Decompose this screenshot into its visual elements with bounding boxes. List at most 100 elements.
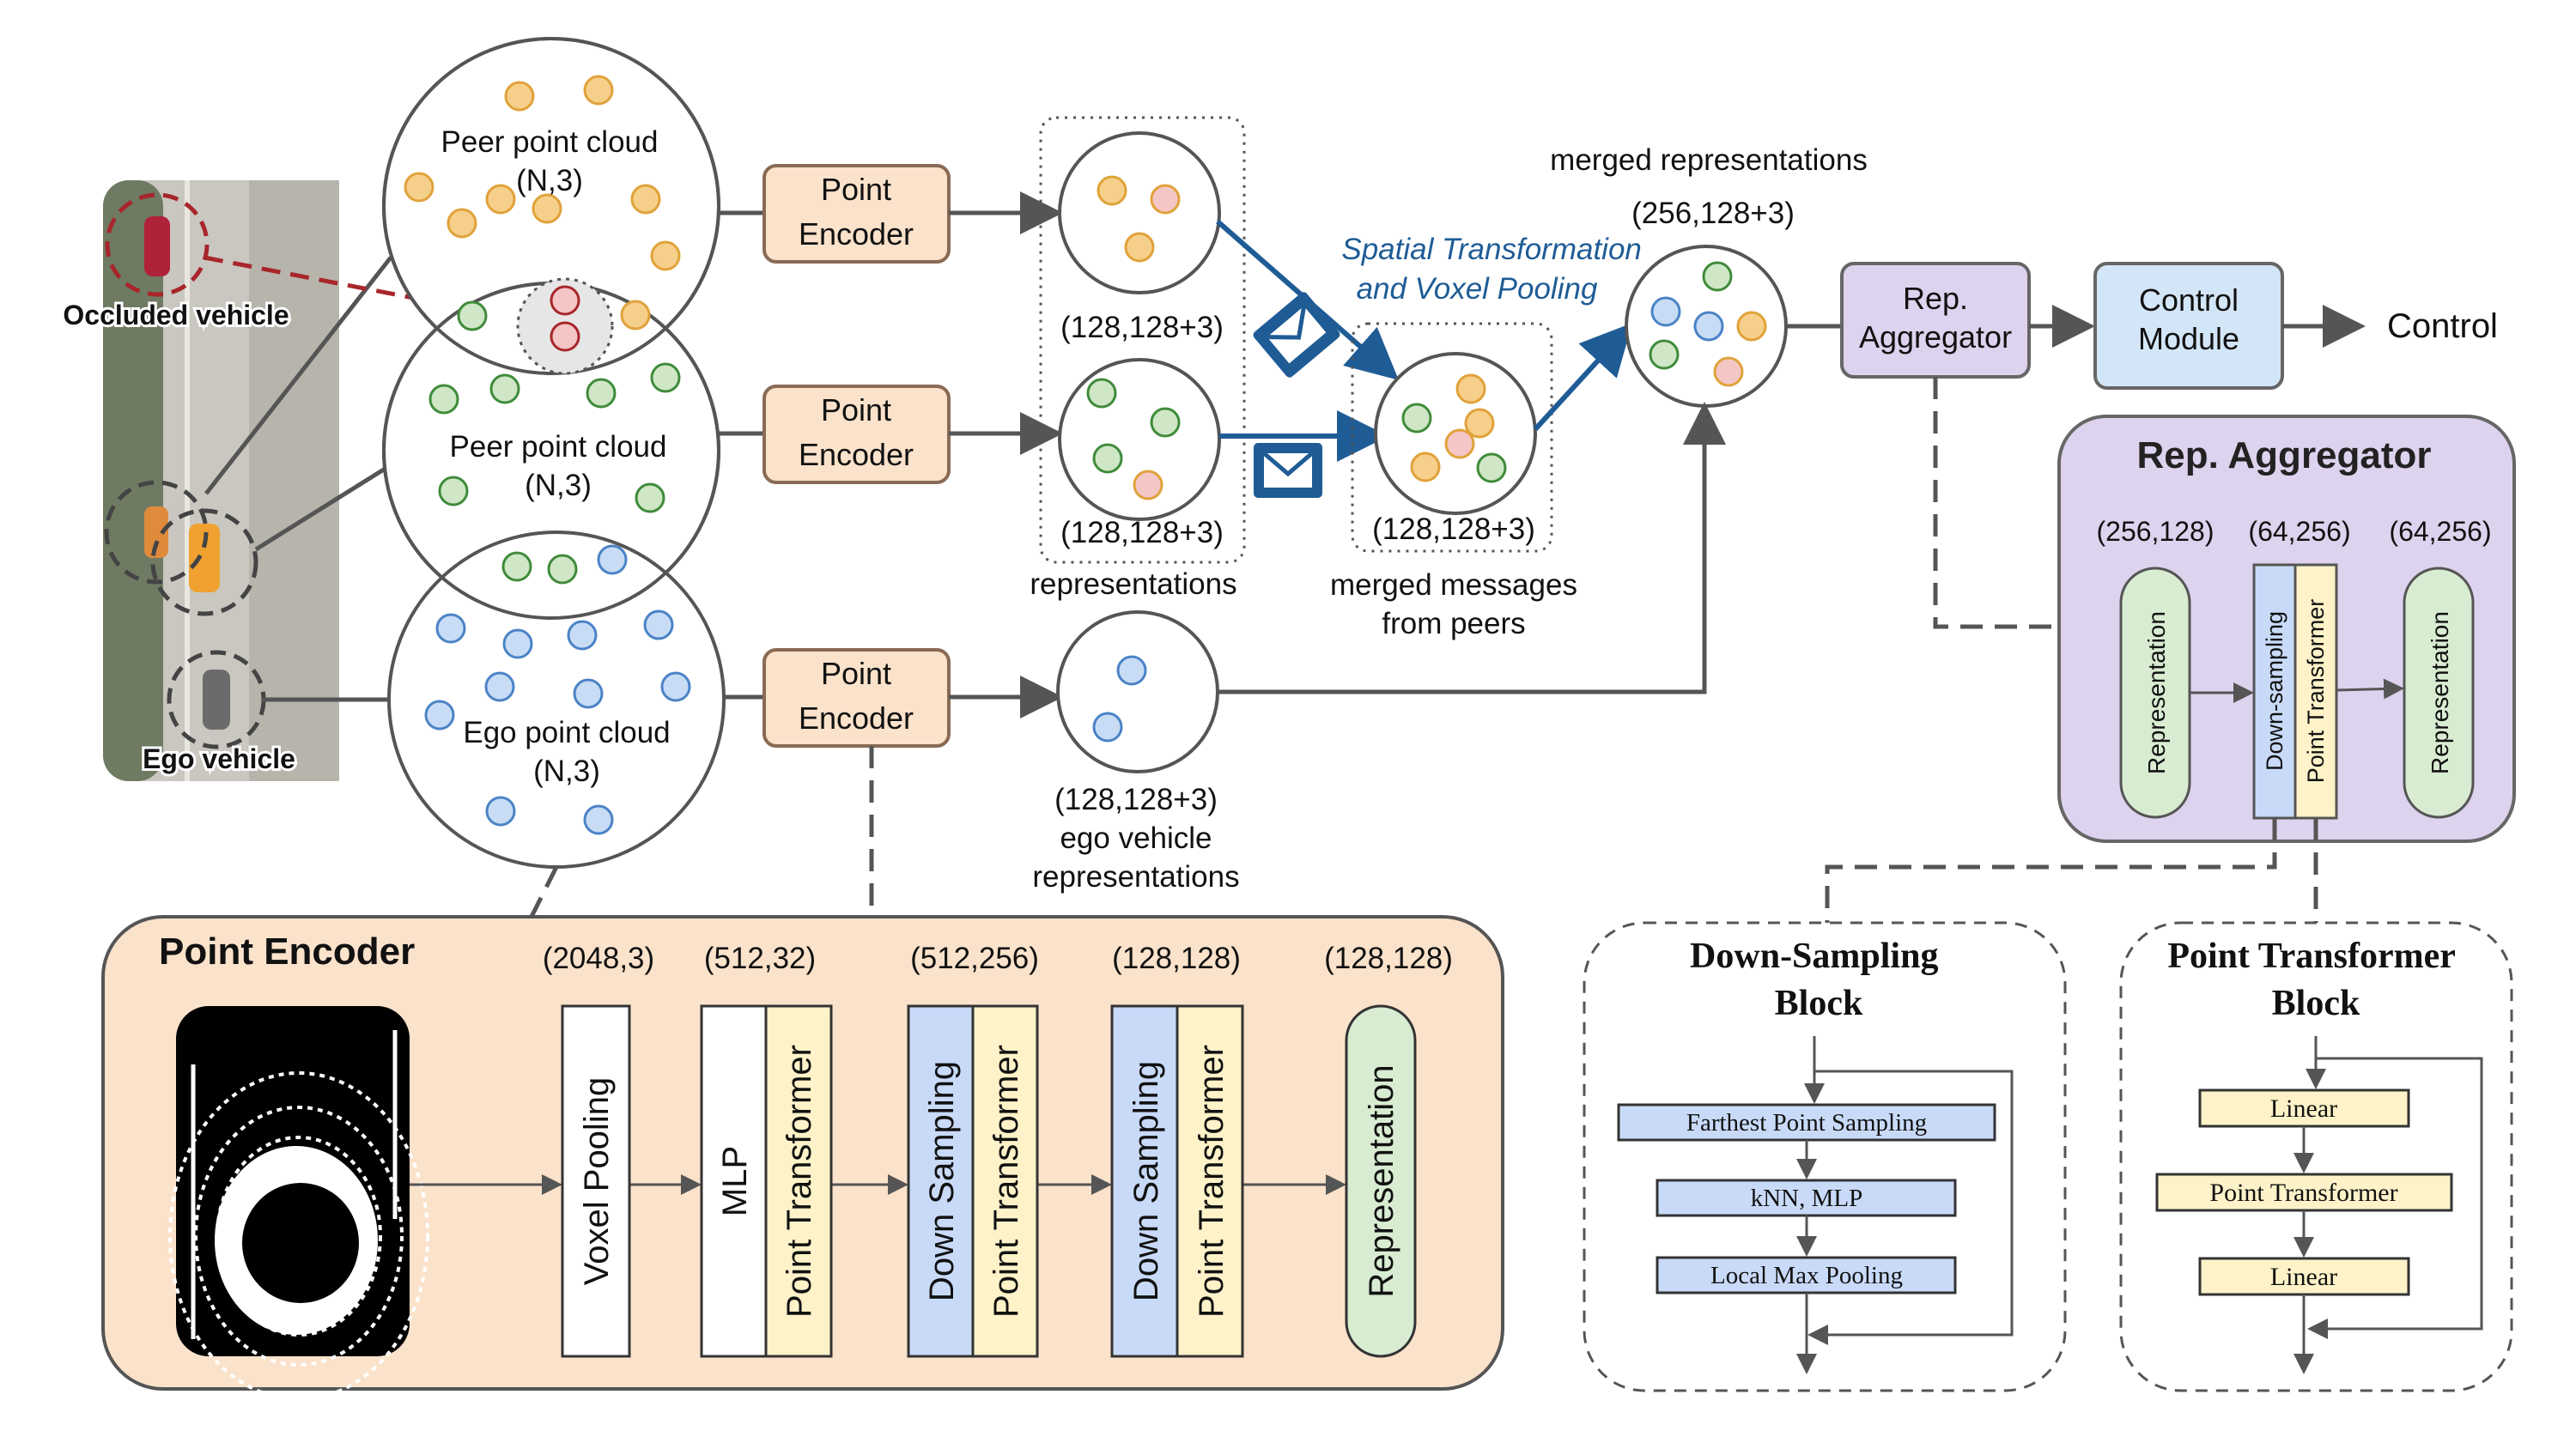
ego-vehicle-label: Ego vehicle [143,743,295,774]
agg-downsampling-block [2252,563,2297,820]
cloud-labels: Peer point cloud (N,3) Peer point cloud … [441,125,671,788]
agg-dim-input: (256,128) [2097,516,2215,547]
peer-car-2 [189,524,220,592]
rep-aggregator-panel-title: Rep. Aggregator [2136,434,2431,476]
svg-text:Farthest Point Sampling: Farthest Point Sampling [1686,1109,1927,1137]
message-envelope-icon [1253,292,1340,378]
peer1-cloud-shape: (N,3) [516,164,583,197]
occluded-vehicle-label: Occluded vehicle [63,300,289,330]
peer2-rep-points [1086,378,1181,474]
merged-representations-shape: (256,128+3) [1631,197,1795,230]
peer1-rep-points [1097,175,1155,263]
merged-messages-points [1401,373,1507,483]
enc-dim-1: (2048,3) [543,942,654,975]
peer1-representation [1058,131,1221,294]
svg-text:Linear: Linear [2270,1094,2337,1123]
ego-representation [1056,610,1219,773]
ego-rep-label-1: ego vehicle [1060,822,1212,855]
ego-rep-points [1092,655,1147,743]
peer2-cloud-shape: (N,3) [525,469,592,502]
svg-text:Representation: Representation [2143,611,2170,774]
peer1-points [404,75,681,330]
svg-text:Down Sampling: Down Sampling [923,1061,961,1301]
cloud-encoder-links [719,210,764,700]
merged-representations-title: merged representations [1550,143,1868,177]
svg-text:Linear: Linear [2270,1263,2337,1291]
rep-aggregator-panel: Rep. Aggregator (256,128) (64,256) (64,2… [2057,415,2516,843]
downsampling-block-title: Down-Sampling Block [1690,937,1947,1023]
scene-connectors [204,256,392,702]
rep-aggregator-box: Rep.Aggregator [1840,262,2031,379]
svg-text:Representation: Representation [1363,1064,1400,1297]
svg-text:Point Transformer: Point Transformer [1193,1045,1230,1318]
svg-text:Voxel Pooling: Voxel Pooling [578,1077,616,1285]
enc-down-sampling-2 [1110,1004,1179,1358]
agg-dim-output: (64,256) [2389,516,2491,547]
enc-down-sampling-1 [907,1004,975,1358]
merged-messages-labels: (128,128+3) merged messages from peers [1330,512,1577,640]
ego-cloud-shape: (N,3) [533,755,600,788]
svg-text:Point Transformer: Point Transformer [987,1045,1025,1318]
svg-text:Local Max Pooling: Local Max Pooling [1710,1262,1903,1289]
ds-step-maxpool [1656,1256,1957,1294]
spatial-transform-label: Spatial Transformation and Voxel Pooling [1341,233,1649,306]
svg-text:Point Transformer: Point Transformer [2209,1179,2397,1207]
agg-output-representation [2403,567,2475,819]
point-encoder-panel-title: Point Encoder [159,931,415,973]
ego-cloud-label: Ego point cloud [463,716,670,749]
message-envelope-icon-2 [1254,443,1322,498]
svg-text:Representation: Representation [2427,611,2453,774]
transformer-block-title: Point Transformer Block [2167,937,2464,1023]
svg-text:Down-sampling: Down-sampling [2262,611,2287,771]
ego-to-merged-arrow [1218,402,1726,694]
svg-text:kNN, MLP: kNN, MLP [1751,1185,1863,1212]
point-encoder-panel: Point Encoder (2048,3) (512,32) (512,256… [101,915,1504,1401]
peer2-points [428,300,681,585]
ego-car [203,670,230,730]
merged-messages-label-2: from peers [1382,607,1525,640]
enc-voxel-pooling [561,1004,631,1358]
representations-group [1039,116,1246,564]
transformer-block-panel: Point Transformer Block Linear Point Tra… [2119,921,2513,1392]
enc-representation [1345,1004,1417,1358]
scene-image: Occluded vehicle Ego vehicle [60,180,339,781]
control-output-label: Control [2387,307,2498,345]
svg-text:Point Transformer: Point Transformer [2303,599,2329,784]
svg-text:MLP: MLP [716,1146,754,1216]
peer1-cloud-label: Peer point cloud [441,125,659,159]
peer-car-1 [144,506,168,558]
ds-step-fps [1617,1103,1996,1142]
enc-point-transformer-3 [1176,1004,1244,1358]
peer2-rep-shape: (128,128+3) [1060,516,1224,549]
svg-text:Point Transformer: Point Transformer [781,1045,818,1318]
encoder-rep-arrows [949,191,1063,718]
peer-highlight-2 [150,508,258,616]
peer2-cloud-label: Peer point cloud [450,430,667,464]
agg-dim-mid: (64,256) [2248,516,2350,547]
occluded-highlight [105,192,210,297]
enc-point-transformer-2 [971,1004,1039,1358]
peer-highlight-1 [104,480,209,585]
pt-step-transformer [2155,1173,2453,1212]
enc-point-transformer-1 [764,1004,833,1358]
enc-dim-2: (512,32) [704,942,816,975]
svg-text:Down Sampling: Down Sampling [1127,1061,1165,1301]
merged-rep-points [1649,261,1767,387]
representations-label: representations [1030,567,1236,601]
ego-rep-label-2: representations [1032,860,1239,894]
ego-points [424,544,691,835]
lidar-scan-image [168,1006,429,1401]
merged-messages-label-1: merged messages [1330,568,1577,602]
occluded-car [144,216,170,276]
peer1-rep-shape: (128,128+3) [1060,311,1224,344]
enc-dim-3: (512,256) [910,942,1039,975]
rep-labels: (128,128+3) (128,128+3) representations … [1030,311,1239,894]
enc-dim-5: (128,128) [1324,942,1453,975]
